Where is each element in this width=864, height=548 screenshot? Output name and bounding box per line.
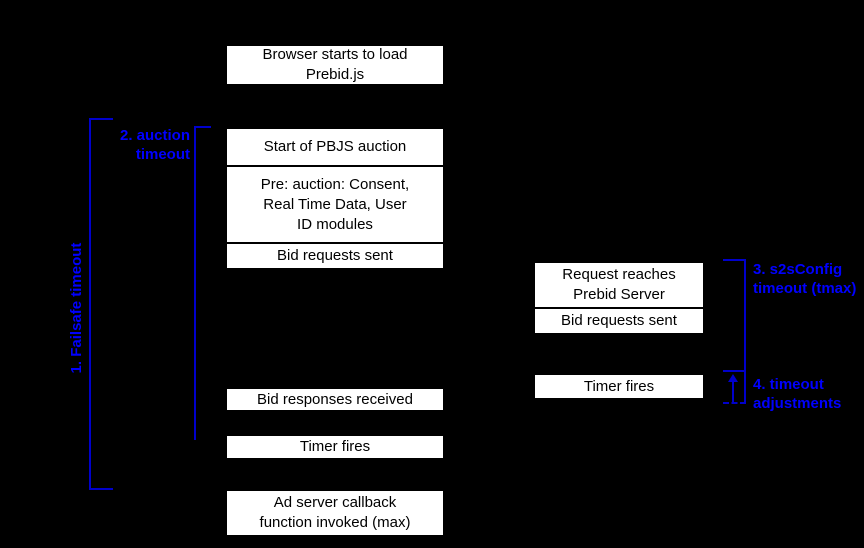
box-pre-auction-modules: Pre: auction: Consent, Real Time Data, U… [227, 165, 443, 242]
s2s-timeout-bracket [723, 259, 746, 372]
box-timer-fires-client: Timer fires [225, 434, 445, 460]
auction-stack: Start of PBJS auction Pre: auction: Cons… [225, 127, 445, 270]
box-start-pbjs-auction: Start of PBJS auction [263, 138, 407, 155]
box-bid-responses-received: Bid responses received [225, 387, 445, 412]
box-bid-requests-sent-client: Bid requests sent [227, 242, 443, 268]
box-request-reaches-prebid-server: Request reaches Prebid Server [562, 266, 676, 303]
auction-timeout-bracket [194, 126, 211, 440]
box-ad-server-callback: Ad server callback function invoked (max… [225, 489, 445, 537]
label-failsafe-timeout: 1. Failsafe timeout [68, 242, 85, 374]
adjustments-bracket-line [744, 372, 746, 404]
arrow-up-icon [732, 381, 734, 402]
adjustments-dashed-line [723, 402, 746, 404]
label-auction-timeout: 2. auction timeout [119, 127, 190, 163]
failsafe-timeout-bracket [89, 118, 113, 490]
label-s2s-timeout: 3. s2sConfig timeout (tmax) [753, 261, 857, 297]
box-timer-fires-server: Timer fires [533, 373, 705, 400]
server-request-stack: Request reaches Prebid Server Bid reques… [533, 261, 705, 335]
box-bid-requests-sent-server: Bid requests sent [535, 307, 703, 333]
arrow-up-head-icon [728, 374, 738, 382]
label-timeout-adjustments: 4. timeout adjustments [753, 376, 842, 412]
box-browser-loads-prebid: Browser starts to load Prebid.js [225, 44, 445, 86]
